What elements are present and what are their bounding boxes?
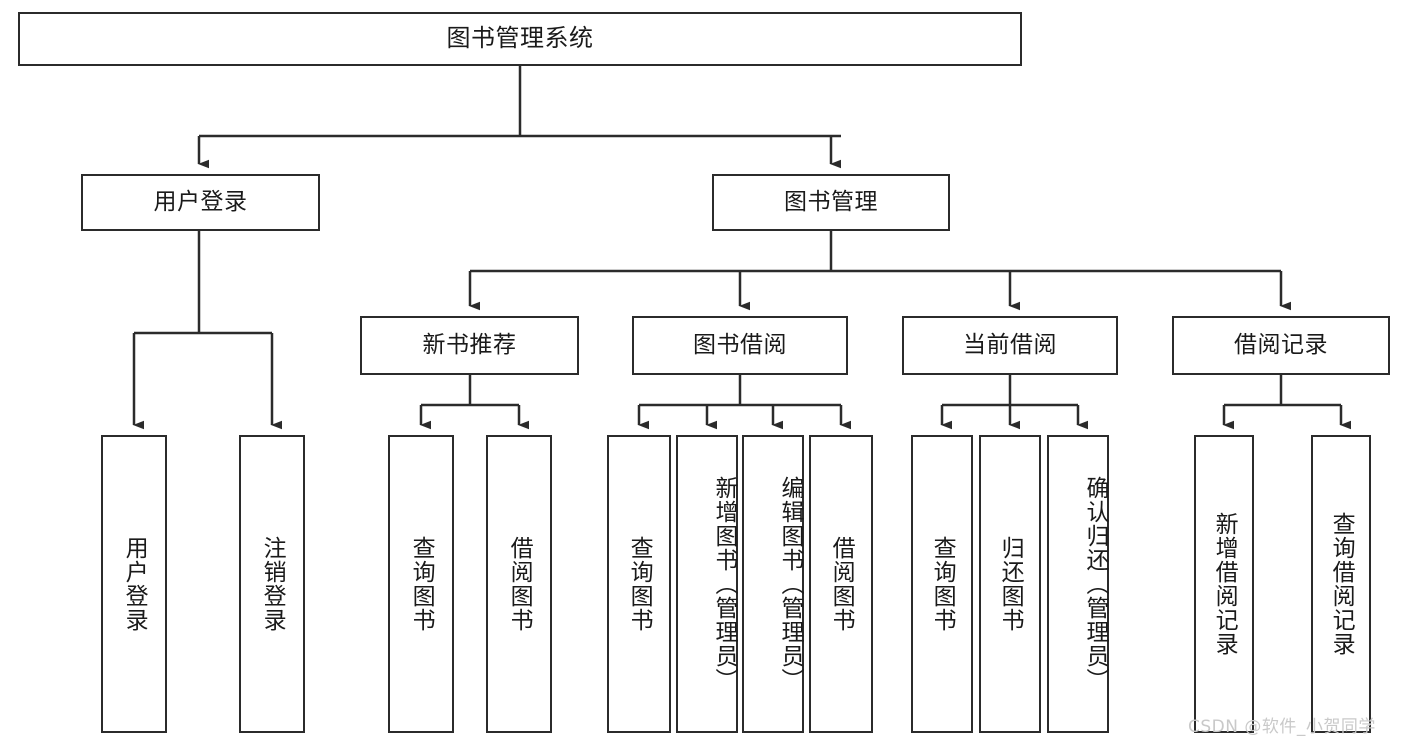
node-root-system[interactable]: 图书管理系统 [18,12,1022,66]
leaf-query-book-borrow[interactable]: 查询图书 [607,435,671,733]
leaf-query-borrow-record[interactable]: 查询借阅记录 [1311,435,1371,733]
leaf-query-book-current[interactable]: 查询图书 [911,435,973,733]
leaf-return-book[interactable]: 归还图书 [979,435,1041,733]
leaf-add-book-admin[interactable]: 新增图书（管理员） [676,435,738,733]
node-borrow-record[interactable]: 借阅记录 [1172,316,1390,375]
watermark-csdn: CSDN @软件_小贺同学 [1188,717,1376,737]
leaf-confirm-return-admin[interactable]: 确认归还（管理员） [1047,435,1109,733]
node-current-borrow[interactable]: 当前借阅 [902,316,1118,375]
node-book-borrow[interactable]: 图书借阅 [632,316,848,375]
leaf-add-borrow-record[interactable]: 新增借阅记录 [1194,435,1254,733]
leaf-borrow-book-new-book[interactable]: 借阅图书 [486,435,552,733]
leaf-query-book-new-book[interactable]: 查询图书 [388,435,454,733]
node-book-manage[interactable]: 图书管理 [712,174,950,231]
node-user-login[interactable]: 用户登录 [81,174,320,231]
leaf-borrow-book-borrow[interactable]: 借阅图书 [809,435,873,733]
leaf-edit-book-admin[interactable]: 编辑图书（管理员） [742,435,804,733]
node-new-book-recommend[interactable]: 新书推荐 [360,316,579,375]
leaf-logout-login[interactable]: 注销登录 [239,435,305,733]
leaf-user-login[interactable]: 用户登录 [101,435,167,733]
